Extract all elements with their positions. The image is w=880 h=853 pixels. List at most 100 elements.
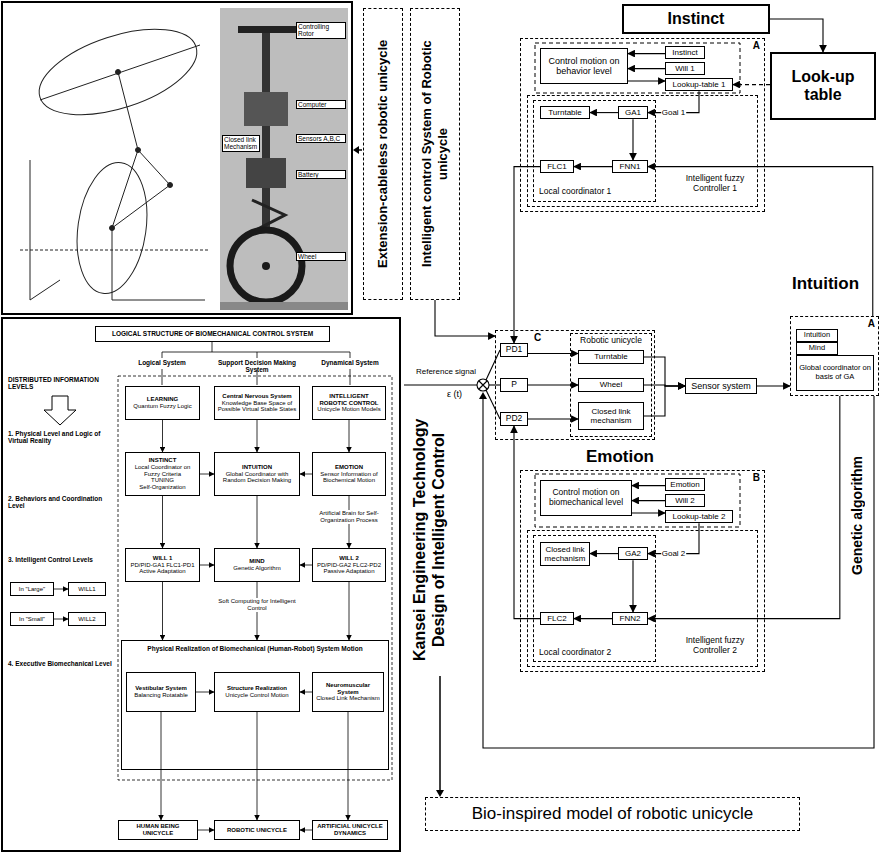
connector-arrow <box>54 589 68 590</box>
region-label: Physical Realization of Biomechanical (H… <box>126 645 384 652</box>
node-text: Unicycle Motion Models <box>317 406 380 413</box>
process-box: Look-up table <box>770 52 876 120</box>
node-text: GA1 <box>625 108 641 117</box>
process-box: Intuition <box>796 329 838 342</box>
process-box: Central Nervous SystemKnowledge Base Spa… <box>214 386 300 420</box>
node-text: Turntable <box>548 108 582 117</box>
connector-arrow <box>300 474 312 475</box>
process-box: P <box>500 378 528 392</box>
node-text: Sensor Information of Biochemical Motion <box>315 471 383 485</box>
connector-arrow <box>632 560 633 612</box>
connector-arrow <box>644 386 685 416</box>
connector-arrow <box>257 496 258 548</box>
process-box: Structure RealizationUnicycle Control Mo… <box>214 672 300 712</box>
dashed-region: Physical Realization of Biomechanical (H… <box>121 640 389 770</box>
node-text: WILL 2 <box>339 555 359 562</box>
region-label: Robotic unicycle <box>573 336 649 346</box>
node-text: Quantum Fuzzy Logic <box>133 403 191 410</box>
process-box: Will 1 <box>665 62 705 75</box>
dashed-caption-box: Bio-inspired model of robotic unicycle <box>425 797 800 831</box>
photo-callout: Controlling Rotor <box>296 22 346 39</box>
node-text: Closed link mechanism <box>543 545 587 563</box>
connector-arrow <box>590 112 618 113</box>
process-box: Vestibular SystemBalancing Rotatable <box>126 672 196 712</box>
process-box: MINDGenetic Algorithm <box>214 548 300 582</box>
node-text: Global coordinator on basis of GA <box>799 364 871 381</box>
node-text: ARTIFICIAL UNICYCLE DYNAMICS <box>315 823 385 837</box>
node-text: Global Coordinator with Random Decision … <box>217 471 297 485</box>
dashed-region: Robotic unicycleTurntableWheelClosed lin… <box>570 333 652 437</box>
node-text: Self-Organization <box>139 484 185 491</box>
node-text: Mind <box>809 344 825 353</box>
region-label: Local coordinator 1 <box>539 187 649 197</box>
process-box: EMOTIONSensor Information of Biochemical… <box>312 452 386 496</box>
node-text: Passive Adaptation <box>323 568 374 575</box>
node-text: FLC1 <box>547 162 567 171</box>
connector-arrow <box>300 565 312 566</box>
connector-arrow <box>54 619 68 620</box>
node-text: WILL 1 <box>153 555 173 562</box>
node-text: Instinct <box>668 10 725 28</box>
process-box: GA2 <box>618 547 648 560</box>
node-text: Turntable <box>594 352 628 361</box>
node-text: P <box>511 380 517 390</box>
node-text: Active Adaptation <box>139 568 185 575</box>
process-box: Mind <box>796 342 838 355</box>
dashed-group <box>535 43 740 527</box>
node-text: Will 1 <box>675 64 695 73</box>
process-box: Neuromuscular SystemClosed Link Mechanis… <box>312 672 384 712</box>
node-text: INTELLIGENT ROBOTIC CONTROL <box>315 393 383 407</box>
node-text: Balancing Rotatable <box>134 692 188 699</box>
dashed-region: Local coordinator 1 Turntable GA1FLC1 FNN1 <box>533 100 656 202</box>
title-box: LOGICAL STRUCTURE OF BIOMECHANICAL CONTR… <box>95 326 330 342</box>
process-box: HUMAN BEING UNICYCLE <box>118 820 198 840</box>
dashed-region: CPD1PPD2Robotic unicycleTurntableWheelCl… <box>495 330 655 440</box>
edge-label: Goal 2 <box>661 549 687 558</box>
connector-arrow <box>632 512 665 513</box>
node-text: Knowledge Base Space of Possible Virtual… <box>217 400 297 414</box>
process-box: Lookup-table 2 <box>665 510 733 523</box>
dashed-title-box: Intelligent control System of Robotic un… <box>410 8 460 300</box>
process-box: FLC1 <box>540 160 574 173</box>
robot-photo <box>220 8 348 310</box>
connector-arrow <box>196 692 214 693</box>
process-box: GA1 <box>618 106 648 119</box>
process-box: Emotion <box>665 478 705 491</box>
node-text: LOGICAL STRUCTURE OF BIOMECHANICAL CONTR… <box>112 330 313 337</box>
process-box: ROBOTIC UNICYCLE <box>214 820 300 840</box>
process-box: INTUITIONGlobal Coordinator with Random … <box>214 452 300 496</box>
column-header: Logical System <box>122 359 202 366</box>
connector-arrow <box>644 357 685 386</box>
connector-arrow <box>349 582 350 640</box>
region-label: A <box>861 318 875 330</box>
connector-arrow <box>300 692 312 693</box>
node-text: TUNING <box>151 477 174 484</box>
node-text: Lookup-table 1 <box>673 80 726 89</box>
process-box: Instinct <box>665 46 705 59</box>
node-text: Neuromuscular System <box>315 682 381 696</box>
node-text: Genetic Algorithm <box>233 565 280 572</box>
node-text: FNN1 <box>620 162 641 171</box>
column-header: Support Decision Making System <box>207 359 307 374</box>
region-label: Local coordinator 2 <box>539 648 649 658</box>
node-text: Structure Realization <box>227 685 287 692</box>
connector-arrow <box>200 474 214 475</box>
process-box: Control motion on behavior level <box>540 48 628 84</box>
node-text: Local Coordinator on Fuzzy Criteria <box>128 464 197 478</box>
dashed-region: Intelligent fuzzy Controller 1Local coor… <box>527 95 758 207</box>
connector-arrow <box>632 485 665 486</box>
connector-arrow <box>348 712 349 820</box>
process-box: FNN1 <box>612 160 648 173</box>
section-heading: Intuition <box>792 274 872 294</box>
node-text: FNN2 <box>620 614 641 623</box>
connector-arrow <box>757 385 790 386</box>
connector-arrow <box>590 553 618 554</box>
process-box: Global coordinator on basis of GA <box>796 355 874 391</box>
node-text: Wheel <box>600 380 623 389</box>
process-box: WILL 2PD/PID-GA2 FLC2-PD2Passive Adaptat… <box>312 548 386 582</box>
section-heading: Emotion <box>586 447 676 467</box>
dashed-region: A IntuitionMindGlobal coordinator on basi… <box>790 316 879 396</box>
process-box: In "Small" <box>10 612 54 626</box>
node-text: EMOTION <box>335 464 363 471</box>
pointer-arrow <box>436 676 444 797</box>
